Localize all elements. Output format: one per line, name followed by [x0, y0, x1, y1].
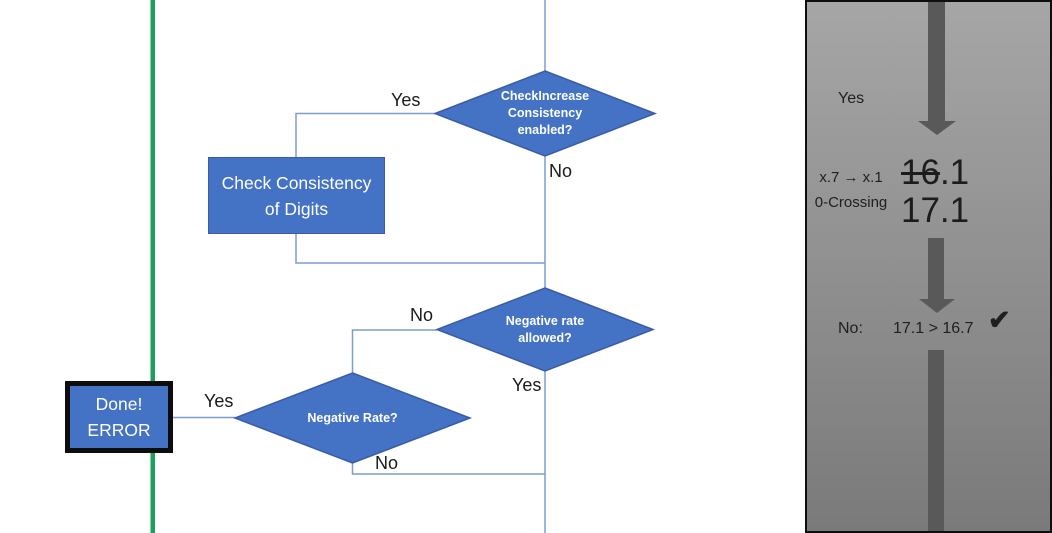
panel-yes-label: Yes [838, 90, 865, 107]
decision-negative-rate-diamond [232, 372, 473, 464]
panel-old-value: 16.1 [901, 154, 969, 192]
down-arrow-2-head-icon [919, 299, 955, 313]
panel-new-value: 17.1 [901, 191, 970, 230]
connector-box-outflow [295, 234, 545, 264]
check-mark-icon: ✔ [988, 305, 1011, 335]
edge-label-bottom-no: No [375, 453, 399, 473]
decision-checkincrease-diamond [432, 70, 658, 157]
panel-value-stack: 16.1 17.1 [901, 154, 969, 230]
down-arrow-1-head-icon [918, 121, 956, 135]
edge-label-mid-yes: Yes [512, 375, 542, 395]
panel-rule-line1: x.7 → x.1 [819, 169, 883, 186]
panel-old-value-rest: .1 [939, 153, 970, 192]
down-arrow-2-shaft [928, 238, 944, 299]
decision-negative-rate-allowed-diamond [434, 287, 656, 372]
green-divider-line [150, 0, 155, 533]
panel-old-value-struck: 16 [901, 153, 940, 192]
down-arrow-3-shaft [928, 350, 944, 531]
terminal-done-error-box: Done! ERROR [65, 381, 173, 453]
edge-label-top-no: No [549, 161, 573, 181]
process-check-consistency-box: Check Consistency of Digits [208, 157, 385, 234]
edge-label-mid-no: No [410, 305, 434, 325]
connector-bottom-no-branch [351, 463, 545, 475]
connector-mid-no-branch [351, 329, 437, 373]
example-trace-panel: Yes x.7 → x.1 0-Crossing 16.1 17.1 No: 1… [805, 0, 1052, 533]
panel-comparison-text: 17.1 > 16.7 [893, 320, 974, 337]
edge-label-bottom-yes: Yes [204, 391, 234, 411]
down-arrow-1-shaft [928, 2, 945, 121]
panel-result-label: No: [838, 320, 863, 337]
edge-label-top-yes: Yes [391, 90, 421, 110]
connector-top-yes-branch [295, 112, 435, 157]
panel-rule-line2: 0-Crossing [814, 194, 888, 211]
